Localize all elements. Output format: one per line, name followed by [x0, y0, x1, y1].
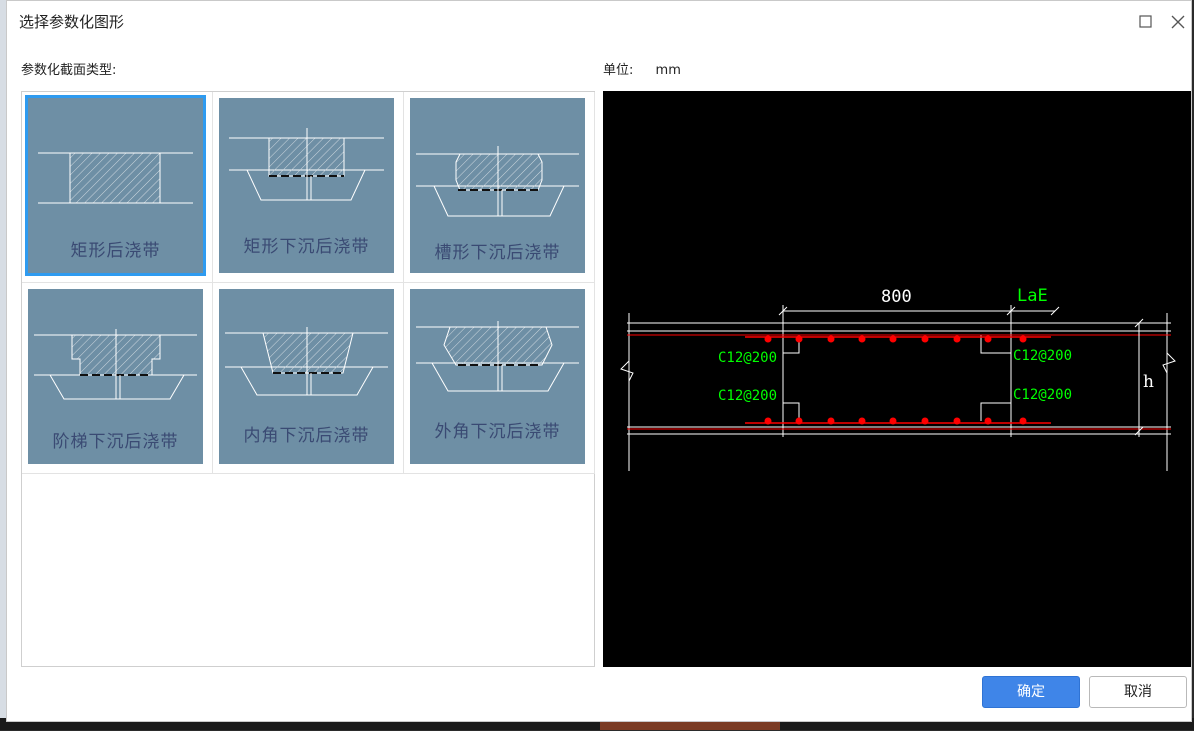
shape-label: 外角下沉后浇带 [434, 422, 561, 442]
rect-post-cast-strip-icon [38, 152, 193, 204]
shape-option-rect[interactable]: 矩形后浇带 [22, 92, 213, 283]
close-icon [1171, 15, 1185, 29]
cancel-button[interactable]: 取消 [1089, 676, 1187, 708]
shape-option-inner-angle-sunk[interactable]: 内角下沉后浇带 [213, 283, 404, 474]
shape-label: 内角下沉后浇带 [243, 426, 370, 446]
dialog-title: 选择参数化图形 [19, 13, 125, 31]
background-app-edge [0, 0, 8, 730]
rebar-top-right-text: C12@200 [1013, 348, 1072, 364]
shape-option-outer-angle-sunk[interactable]: 外角下沉后浇带 [404, 283, 595, 474]
shape-thumbnail[interactable]: 矩形下沉后浇带 [219, 98, 394, 273]
shape-thumbnail[interactable]: 外角下沉后浇带 [410, 289, 585, 464]
maximize-icon [1139, 15, 1152, 28]
shape-thumbnail[interactable]: 矩形后浇带 [25, 95, 206, 276]
shape-gallery: 矩形后浇带 矩形下沉后浇带 [21, 91, 595, 667]
step-sunk-post-cast-strip-icon [34, 329, 197, 400]
shape-label: 矩形后浇带 [70, 241, 161, 261]
rebar-bottom-right-text: C12@200 [1013, 387, 1072, 403]
shape-thumbnail[interactable]: 内角下沉后浇带 [219, 289, 394, 464]
shape-label: 槽形下沉后浇带 [434, 243, 561, 263]
rect-sunk-post-cast-strip-icon [229, 128, 384, 201]
section-type-label: 参数化截面类型: [21, 63, 117, 78]
shape-label: 阶梯下沉后浇带 [52, 432, 179, 452]
rebar-top-left-text: C12@200 [718, 350, 777, 366]
inner-angle-sunk-post-cast-strip-icon [225, 327, 388, 396]
rebar-bottom-left-text: C12@200 [718, 388, 777, 404]
channel-sunk-post-cast-strip-icon [416, 146, 579, 217]
close-button[interactable] [1167, 11, 1189, 33]
unit-label: 单位: [603, 63, 634, 78]
lae-text: LaE [1017, 286, 1048, 306]
unit-value: mm [655, 63, 681, 78]
outer-angle-sunk-post-cast-strip-icon [416, 321, 579, 392]
maximize-button[interactable] [1135, 11, 1157, 33]
post-cast-strip-section-drawing: 800 LaE C12@200 C12@200 C12@200 C12@200 … [620, 286, 1176, 471]
background-rust-block [600, 720, 780, 730]
shape-option-channel-sunk[interactable]: 槽形下沉后浇带 [404, 92, 595, 283]
shape-option-rect-sunk[interactable]: 矩形下沉后浇带 [213, 92, 404, 283]
ok-button[interactable]: 确定 [982, 676, 1080, 708]
width-dimension-text: 800 [881, 287, 912, 307]
shape-option-step-sunk[interactable]: 阶梯下沉后浇带 [22, 283, 213, 474]
unit-row: 单位: mm [603, 59, 681, 78]
shape-thumbnail[interactable]: 阶梯下沉后浇带 [28, 289, 203, 464]
height-label-text: h [1143, 372, 1154, 392]
parameter-preview-canvas[interactable]: 800 LaE C12@200 C12@200 C12@200 C12@200 … [603, 91, 1191, 667]
shape-thumbnail[interactable]: 槽形下沉后浇带 [410, 98, 585, 273]
shape-label: 矩形下沉后浇带 [243, 237, 370, 257]
select-parametric-shape-dialog: 选择参数化图形 参数化截面类型: 单位: mm [6, 0, 1192, 722]
